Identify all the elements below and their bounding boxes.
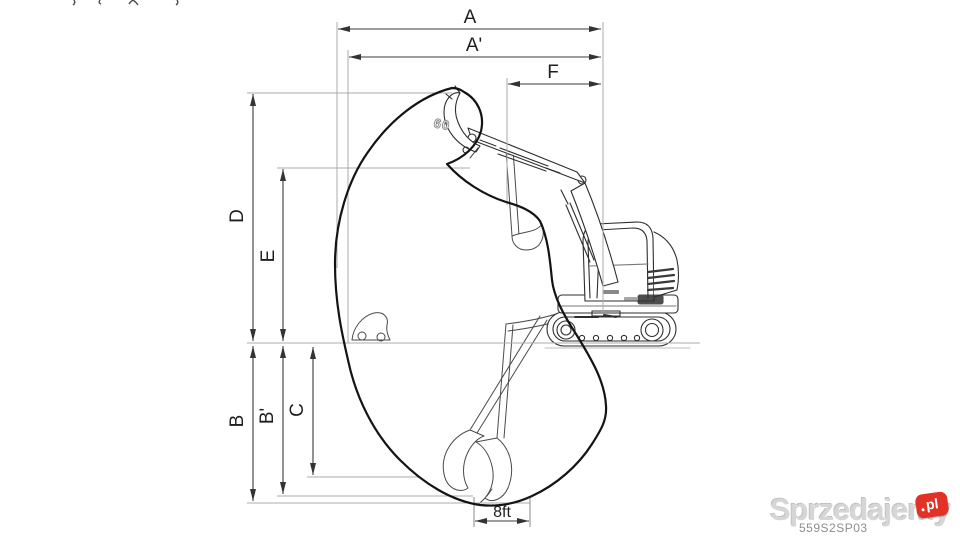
ghost-arm-poses xyxy=(351,147,613,505)
engine-housing xyxy=(603,231,680,305)
dim-label-A: A xyxy=(464,7,477,28)
dim-label-A-prime: A' xyxy=(466,35,482,56)
watermark: Sprzedajemy pl 559S2SP03 xyxy=(768,490,960,544)
watermark-code: 559S2SP03 xyxy=(799,521,868,535)
dim-label-E: E xyxy=(258,250,279,263)
dim-label-B: B xyxy=(227,415,248,428)
working-envelope-curve xyxy=(333,86,608,507)
stick-raised xyxy=(467,127,586,184)
dim-label-F: F xyxy=(547,62,559,83)
dim-label-B-prime: B' xyxy=(257,408,278,424)
badge-label: pl xyxy=(924,495,940,513)
badge-dot xyxy=(921,508,925,512)
cropped-text-fragments xyxy=(72,0,179,6)
reference-lines xyxy=(247,22,700,527)
dim-label-C: C xyxy=(287,403,308,417)
watermark-pl-badge: pl xyxy=(914,490,950,520)
dim-label-D: D xyxy=(227,209,248,223)
bucket-raised xyxy=(443,85,497,159)
machine-model-marking: 60 xyxy=(432,115,451,133)
dimension-lines xyxy=(250,26,601,524)
dim-label-8ft: 8ft xyxy=(493,504,511,521)
excavator-artwork: 60 xyxy=(351,85,691,505)
